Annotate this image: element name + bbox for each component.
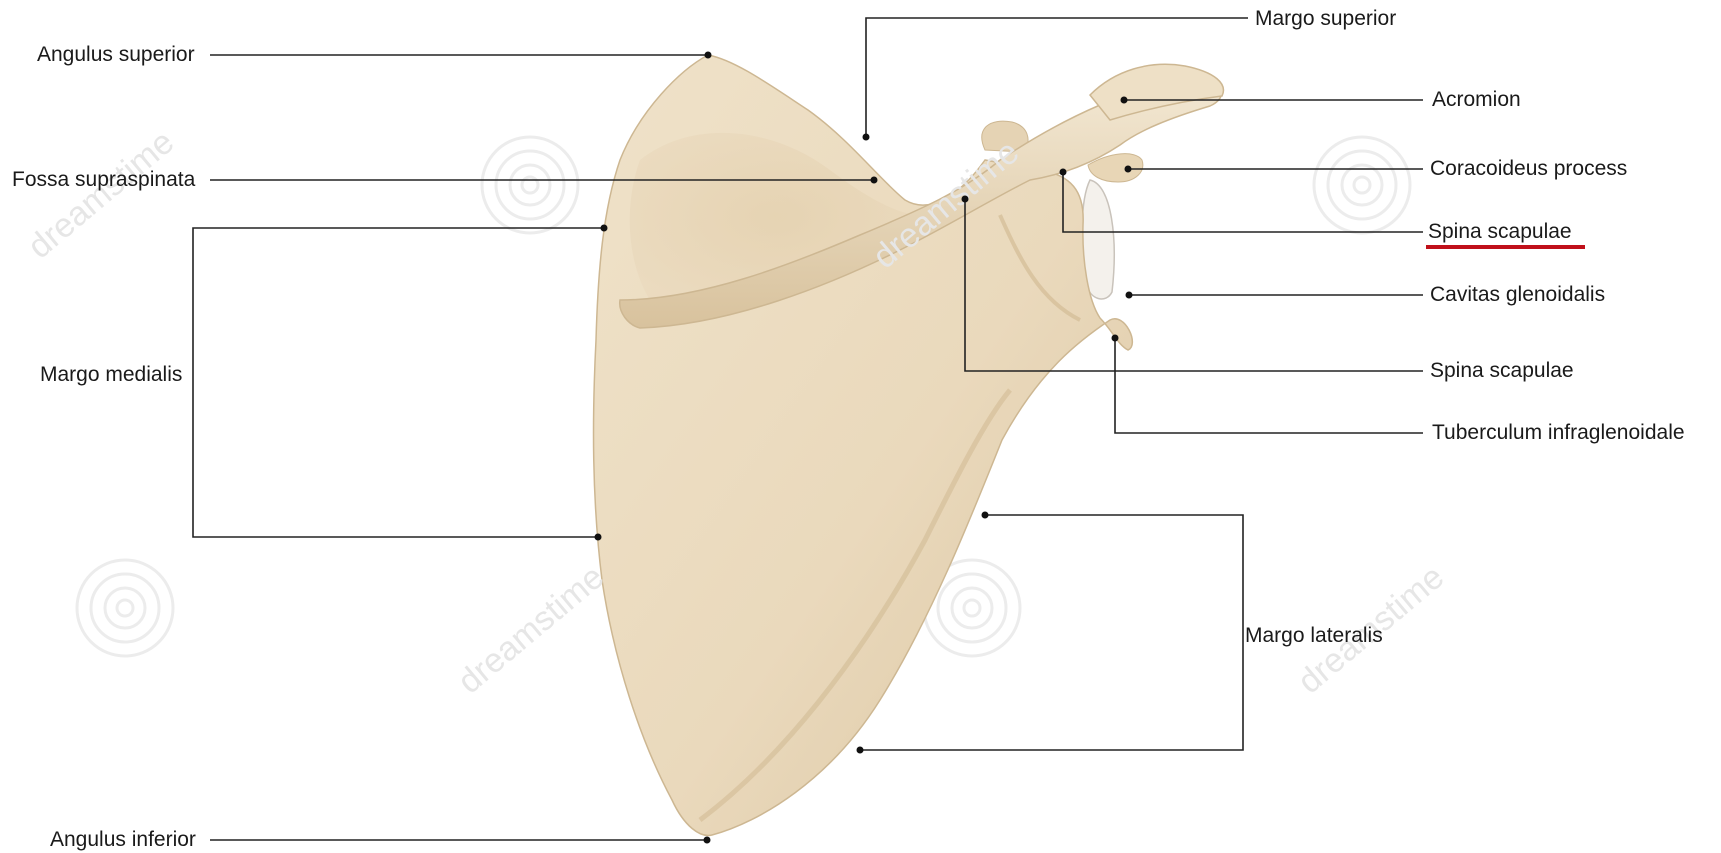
- watermark-3: dreamstime: [451, 558, 611, 701]
- pointer-angulus-inferior: [704, 837, 711, 844]
- label-tuberculum-infraglenoidale: Tuberculum infraglenoidale: [1432, 421, 1685, 445]
- pointer-spina-scapulae-highlighted: [1060, 169, 1067, 176]
- label-coracoideus-process: Coracoideus process: [1430, 157, 1627, 181]
- leader-margo-medialis: [193, 228, 604, 537]
- pointer-cavitas-glenoidalis: [1126, 292, 1133, 299]
- pointer-margo-lateralis-top: [982, 512, 989, 519]
- label-angulus-superior: Angulus superior: [37, 43, 195, 67]
- label-margo-superior: Margo superior: [1255, 7, 1396, 31]
- label-angulus-inferior: Angulus inferior: [50, 828, 196, 852]
- label-fossa-supraspinata: Fossa supraspinata: [12, 168, 195, 192]
- label-margo-lateralis: Margo lateralis: [1245, 624, 1383, 648]
- pointer-fossa-supraspinata: [871, 177, 878, 184]
- pointer-acromion: [1121, 97, 1128, 104]
- pointer-tuberculum-infraglenoidale: [1112, 335, 1119, 342]
- pointer-angulus-superior: [705, 52, 712, 59]
- pointer-coracoideus-process: [1125, 166, 1132, 173]
- pointer-margo-medialis-top: [601, 225, 608, 232]
- pointer-spina-scapulae: [962, 196, 969, 203]
- leader-tuberculum-infraglenoidale: [1115, 338, 1423, 433]
- label-margo-medialis: Margo medialis: [40, 363, 182, 387]
- label-spina-scapulae: Spina scapulae: [1430, 359, 1574, 383]
- pointer-margo-lateralis-bottom: [857, 747, 864, 754]
- highlight-underline: [1426, 245, 1585, 249]
- watermark-1: dreamstime: [21, 123, 181, 266]
- label-cavitas-glenoidalis: Cavitas glenoidalis: [1430, 283, 1605, 307]
- label-acromion: Acromion: [1432, 88, 1521, 112]
- label-spina-scapulae-highlighted: Spina scapulae: [1428, 220, 1572, 244]
- pointer-margo-superior: [863, 134, 870, 141]
- pointer-margo-medialis-bottom: [595, 534, 602, 541]
